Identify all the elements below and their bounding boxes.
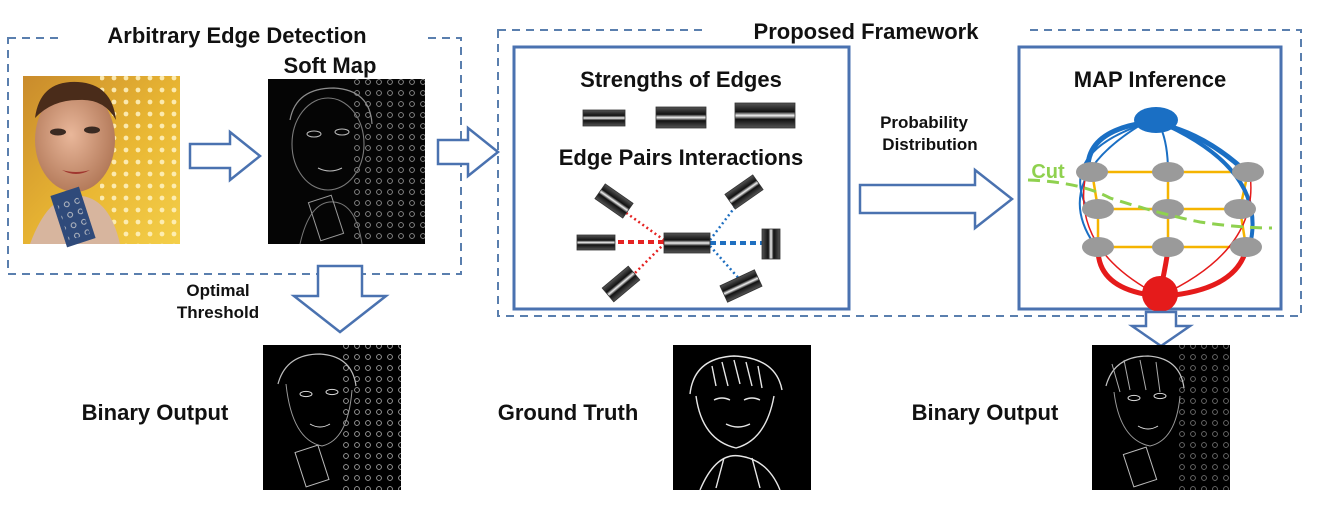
sink-node [1142,276,1178,312]
kernel-upper-left [594,183,634,219]
pairs-title: Edge Pairs Interactions [559,145,804,170]
optimal-label: Optimal [186,281,249,300]
kernel-upper-right [724,174,764,210]
binary-output-left-label: Binary Output [82,400,229,425]
binary-output-left-image [263,345,401,490]
proposed-framework-title: Proposed Framework [754,19,980,44]
kernel-lower-left [601,265,641,303]
cut-label: Cut [1031,161,1065,183]
map-inference-box [1017,45,1283,311]
binary-output-right-label: Binary Output [912,400,1059,425]
center-kernel [663,232,711,254]
threshold-label: Threshold [177,303,259,322]
cut-line [1027,178,1273,230]
optimal-threshold-arrow [290,264,390,334]
distribution-label: Distribution [882,135,977,154]
cut-graph [1027,107,1273,312]
soft-map-label: Soft Map [284,53,377,78]
probability-label: Probability [880,113,968,132]
kernel-weak [582,109,626,127]
left-box-title: Arbitrary Edge Detection [107,23,366,48]
soft-map-image [268,79,425,245]
binary-output-right-image [1092,345,1230,490]
probability-arrow [858,167,1015,231]
proposed-framework-box [497,29,1302,317]
source-node [1134,107,1178,133]
edge-pairs-graph [576,174,781,303]
kernel-right [761,228,781,260]
input-photo [23,76,180,248]
kernel-medium [655,106,707,129]
kernel-lower-right [719,269,763,303]
kernel-left [576,234,616,251]
map-inference-title: MAP Inference [1074,67,1226,92]
ground-truth-label: Ground Truth [498,400,639,425]
arrow-to-soft-map [188,129,263,183]
arrow-to-framework [436,125,501,179]
ground-truth-image [673,345,811,491]
edge-model-box [512,45,851,311]
strength-kernels [582,102,796,129]
kernel-strong [734,102,796,129]
strengths-title: Strengths of Edges [580,67,782,92]
map-output-arrow [1127,310,1195,348]
